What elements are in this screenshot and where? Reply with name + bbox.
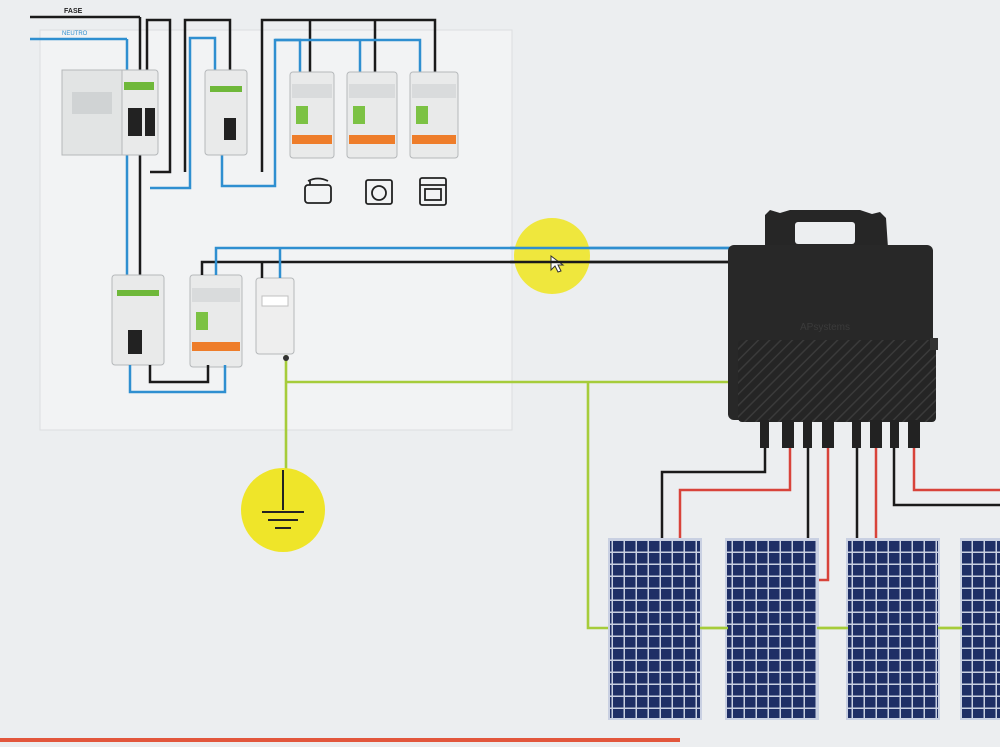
breaker-oven-circuit — [409, 71, 459, 159]
oven-icon — [419, 177, 447, 206]
neutral-label: NEUTRO — [62, 31, 88, 37]
mouse-cursor-icon — [550, 255, 565, 273]
neutral-supply-line — [30, 37, 129, 72]
breaker-washer-circuit — [346, 71, 398, 159]
breaker-kettle-circuit — [289, 71, 335, 159]
video-progress-bar — [0, 738, 680, 742]
neutral-wiring-top — [125, 36, 422, 275]
surge-protector — [255, 277, 295, 355]
dc-wiring — [660, 448, 1000, 582]
phase-supply-line — [30, 15, 142, 72]
phase-wiring-top — [138, 18, 437, 275]
solar-panel-2 — [725, 538, 819, 720]
earth-terminal — [283, 355, 289, 361]
solar-panel-1 — [608, 538, 702, 720]
solar-panel-4 — [960, 538, 1000, 720]
kettle-icon — [304, 177, 332, 204]
dc-connectors — [760, 420, 920, 448]
main-differential-breaker — [61, 69, 159, 156]
washing-machine-icon — [365, 179, 393, 205]
breaker-solar-circuit — [189, 274, 243, 368]
phase-label: FASE — [64, 8, 83, 15]
solar-panel-3 — [846, 538, 940, 720]
earth-ground-icon — [241, 468, 325, 552]
inverter-brand: APsystems — [800, 322, 850, 333]
cursor-highlight — [514, 218, 590, 294]
micro-inverter: APsystems — [728, 210, 938, 422]
secondary-breaker-top — [204, 69, 248, 156]
differential-breaker-solar — [111, 274, 165, 366]
